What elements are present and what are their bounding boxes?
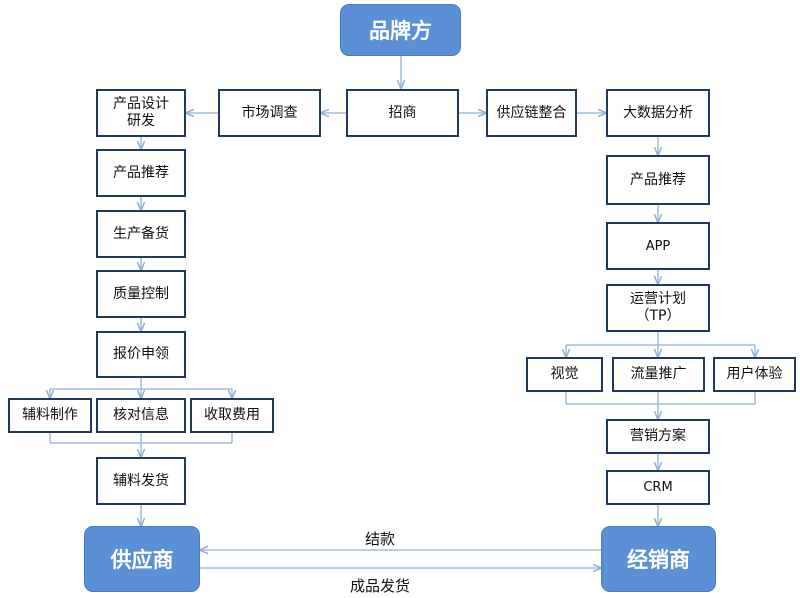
verify-info-box: 核对信息 bbox=[96, 398, 186, 433]
crm-box: CRM bbox=[606, 470, 710, 505]
marketing-box: 营销方案 bbox=[606, 419, 710, 454]
left-product-recommend-box: 产品推荐 bbox=[96, 149, 186, 197]
brand-hub: 品牌方 bbox=[340, 4, 461, 56]
payment-label: 结款 bbox=[364, 530, 395, 548]
product-design-box: 产品设计 研发 bbox=[96, 89, 186, 137]
aux-make-box: 辅料制作 bbox=[8, 398, 92, 433]
traffic-box: 流量推广 bbox=[612, 357, 705, 392]
quote-apply-box: 报价申领 bbox=[96, 331, 186, 378]
production-stock-box: 生产备货 bbox=[96, 210, 186, 258]
visual-box: 视觉 bbox=[526, 357, 603, 392]
market-research-box: 市场调查 bbox=[218, 89, 321, 137]
quality-control-box: 质量控制 bbox=[96, 270, 186, 318]
ops-plan-box: 运营计划 （TP） bbox=[606, 284, 710, 332]
recruit-box: 招商 bbox=[346, 89, 459, 137]
ux-box: 用户体验 bbox=[713, 357, 796, 392]
big-data-box: 大数据分析 bbox=[606, 89, 710, 137]
aux-ship-box: 辅料发货 bbox=[96, 457, 186, 505]
distributor-hub: 经销商 bbox=[601, 526, 716, 592]
right-product-recommend-box: 产品推荐 bbox=[606, 155, 710, 205]
supplier-hub: 供应商 bbox=[84, 526, 200, 592]
app-box: APP bbox=[606, 222, 710, 270]
collect-fee-box: 收取费用 bbox=[190, 398, 274, 433]
goods-ship-label: 成品发货 bbox=[349, 577, 410, 595]
supply-chain-box: 供应链整合 bbox=[486, 89, 577, 137]
